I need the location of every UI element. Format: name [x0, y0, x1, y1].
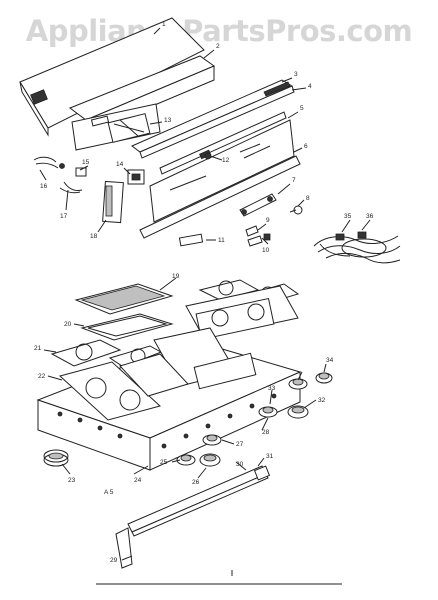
callout-4: 4: [308, 83, 312, 90]
callout-29: 29: [110, 557, 118, 564]
callout-7: 7: [292, 177, 296, 184]
callout-labels: 1 2 3 4 5 6 7 8 9 10 11 12 13 14 15 16 1…: [34, 21, 374, 564]
callout-12: 12: [222, 157, 230, 164]
watermark: AppliancePartsPros.com: [25, 14, 413, 48]
door-glass-panel: [139, 111, 301, 239]
callout-13: 13: [164, 117, 172, 124]
callout-10: 10: [262, 247, 270, 254]
callout-8: 8: [306, 195, 310, 202]
callout-17: 17: [60, 213, 68, 220]
callout-15: 15: [82, 159, 90, 166]
door-handle: [239, 193, 277, 217]
callout-16: 16: [40, 183, 48, 190]
callout-34: 34: [326, 357, 334, 364]
callout-28: 28: [262, 429, 270, 436]
wiring-harness: [313, 231, 401, 264]
callout-36: 36: [366, 213, 374, 220]
callout-20: 20: [64, 321, 72, 328]
footer-rules: [96, 570, 342, 585]
callout-26: 26: [192, 479, 200, 486]
callout-9: 9: [266, 217, 270, 224]
backguard-panel: [68, 55, 216, 151]
callout-33: 33: [268, 385, 276, 392]
cooktop-body: [36, 285, 302, 471]
clock-timer: [127, 152, 212, 185]
callout-27: 27: [236, 441, 244, 448]
top-trim-strips: [131, 79, 295, 159]
kick-panel: [115, 465, 271, 569]
callout-22: 22: [38, 373, 46, 380]
callout-32: 32: [318, 397, 326, 404]
callout-24: 24: [134, 477, 142, 484]
leader-lines: [39, 27, 371, 561]
callout-31: 31: [266, 453, 274, 460]
callout-23: 23: [68, 477, 76, 484]
control-knobs: [43, 372, 333, 467]
callout-18: 18: [90, 233, 98, 240]
small-hardware: [178, 205, 303, 247]
callout-25: 25: [160, 459, 168, 466]
callout-19: 19: [172, 273, 180, 280]
callout-21: 21: [34, 345, 42, 352]
callout-35: 35: [344, 213, 352, 220]
callout-1: 1: [162, 21, 166, 28]
callout-2: 2: [216, 43, 220, 50]
callout-3: 3: [294, 71, 298, 78]
callout-5: 5: [300, 105, 304, 112]
callout-30: 30: [236, 461, 244, 468]
callout-14: 14: [116, 161, 124, 168]
callout-11: 11: [218, 237, 225, 244]
model-tag: A 5: [104, 489, 114, 496]
burner-grates: [50, 279, 300, 371]
back-panel: [19, 17, 205, 137]
left-side-parts: [33, 156, 124, 224]
callout-6: 6: [304, 143, 308, 150]
